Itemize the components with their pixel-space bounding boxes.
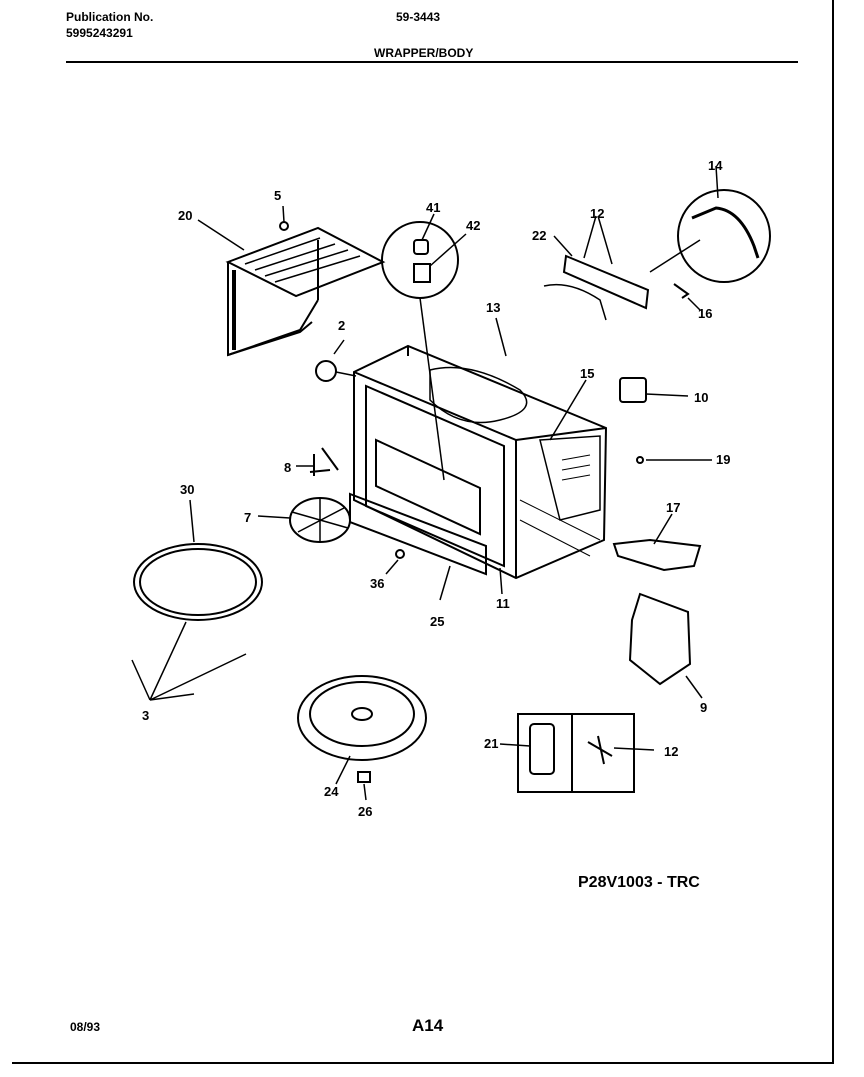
section-title: WRAPPER/BODY <box>374 46 474 60</box>
callout-21: 21 <box>484 736 499 751</box>
callout-20: 20 <box>178 208 193 223</box>
part-19 <box>636 456 644 464</box>
callout-22: 22 <box>532 228 547 243</box>
callout-5: 5 <box>274 188 282 203</box>
part-24-turntable <box>297 675 427 761</box>
footer-date: 08/93 <box>70 1020 101 1034</box>
part-7-fan <box>289 497 351 543</box>
page-number: A14 <box>412 1016 444 1035</box>
part-12-switch <box>587 735 613 765</box>
callout-10: 10 <box>694 390 709 405</box>
part-13-body-cavity <box>353 344 608 580</box>
part-30-roller-ring <box>133 543 263 621</box>
part-42 <box>413 263 431 283</box>
callout-14: 14 <box>708 158 723 173</box>
part-41 <box>413 239 429 255</box>
part-25 <box>349 492 487 576</box>
callout-42: 42 <box>466 218 481 233</box>
part-22-interlock-assembly <box>543 239 701 321</box>
part-36 <box>395 549 405 559</box>
callout-36: 36 <box>370 576 385 591</box>
part-5-screw <box>279 221 289 231</box>
callout-11: 11 <box>496 596 510 611</box>
bottom-border <box>12 1062 834 1064</box>
publication-number: 5995243291 <box>66 26 133 40</box>
callout-24: 24 <box>324 784 339 799</box>
callout-2: 2 <box>338 318 346 333</box>
callout-30: 30 <box>180 482 195 497</box>
callout-16: 16 <box>698 306 713 321</box>
callout-9: 9 <box>700 700 708 715</box>
callout-19: 19 <box>716 452 731 467</box>
right-border <box>832 0 834 1064</box>
callout-15: 15 <box>580 366 595 381</box>
part-8 <box>309 447 339 476</box>
model-number: 59-3443 <box>396 10 441 24</box>
part-10 <box>619 377 647 403</box>
callout-17: 17 <box>666 500 681 515</box>
inset-14 <box>677 189 771 283</box>
part-26 <box>357 771 371 783</box>
callout-41: 41 <box>426 200 441 215</box>
inset-21-12 <box>517 713 635 793</box>
part-16 <box>673 283 690 299</box>
part-2-cam <box>315 360 337 382</box>
part-17 <box>612 538 702 572</box>
inset-41-42 <box>381 221 459 299</box>
callout-25: 25 <box>430 614 445 629</box>
callout-7: 7 <box>244 510 252 525</box>
diagram-code: P28V1003 - TRC <box>578 874 700 891</box>
part-20-wrapper-top <box>225 226 386 357</box>
publication-label: Publication No. <box>66 10 154 24</box>
header-rule <box>66 61 798 63</box>
callout-12-top: 12 <box>590 206 605 221</box>
part-21 <box>529 723 555 775</box>
callout-12-inset: 12 <box>664 744 679 759</box>
callout-26: 26 <box>358 804 373 819</box>
callout-8: 8 <box>284 460 292 475</box>
part-9 <box>628 592 692 686</box>
callout-3: 3 <box>142 708 150 723</box>
callout-13: 13 <box>486 300 501 315</box>
